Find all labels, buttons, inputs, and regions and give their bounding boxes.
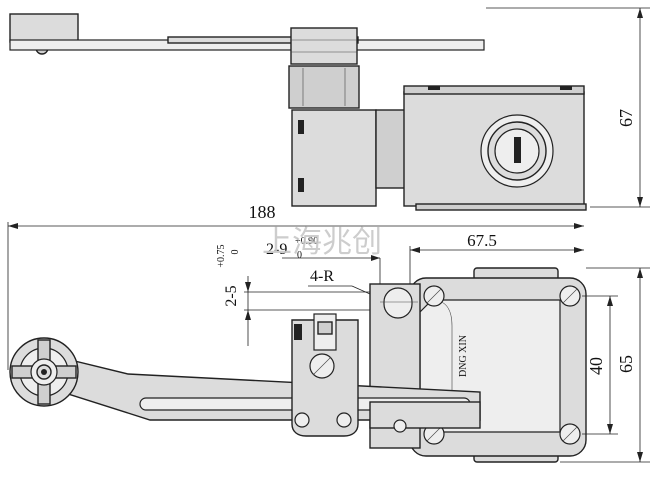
front-view: DNG XIN [9, 267, 587, 463]
dim-hole-tol-low: 0 [230, 250, 241, 255]
body-marking: DNG XIN [458, 335, 469, 377]
top-head-box [291, 109, 377, 207]
top-view [9, 13, 587, 211]
top-shaft-housing [288, 65, 360, 109]
lever-clamp [369, 401, 481, 429]
dim-overall-length: 188 [7, 202, 584, 370]
top-roller-block [9, 13, 79, 43]
dim-body-height-label: 65 [616, 355, 636, 373]
dim-slot-tol-up: +0.90 [295, 236, 318, 247]
dim-top-height-label: 67 [616, 109, 636, 127]
dim-overall-length-label: 188 [249, 202, 276, 222]
top-lever-plate [167, 36, 359, 44]
watermark-text: 上海兆创 [262, 225, 382, 260]
dim-radius-label: 4-R [310, 268, 334, 285]
slot-hole [383, 287, 413, 319]
top-collar [290, 27, 358, 65]
roller-wheel [9, 337, 79, 407]
dim-lever-offset-label: 67.5 [467, 231, 497, 250]
dim-slot: 2-9 +0.90 0 [266, 236, 381, 286]
dim-body-height: 65 [560, 267, 650, 463]
mount-screw-tl [423, 285, 445, 307]
dim-mount-spacing-label: 40 [586, 357, 606, 375]
dim-slot-tol-low: 0 [297, 250, 302, 261]
dim-mount-spacing: 40 [582, 295, 618, 435]
mount-screw-br [559, 423, 581, 445]
dim-slot-label: 2-9 [266, 241, 287, 258]
dim-lever-offset: 67.5 [409, 231, 584, 290]
dim-hole-tol-up: +0.75 [216, 244, 227, 267]
dim-top-height: 67 [486, 7, 650, 208]
mount-screw-tr [559, 285, 581, 307]
dim-hole-label: 2-5 [223, 285, 240, 306]
